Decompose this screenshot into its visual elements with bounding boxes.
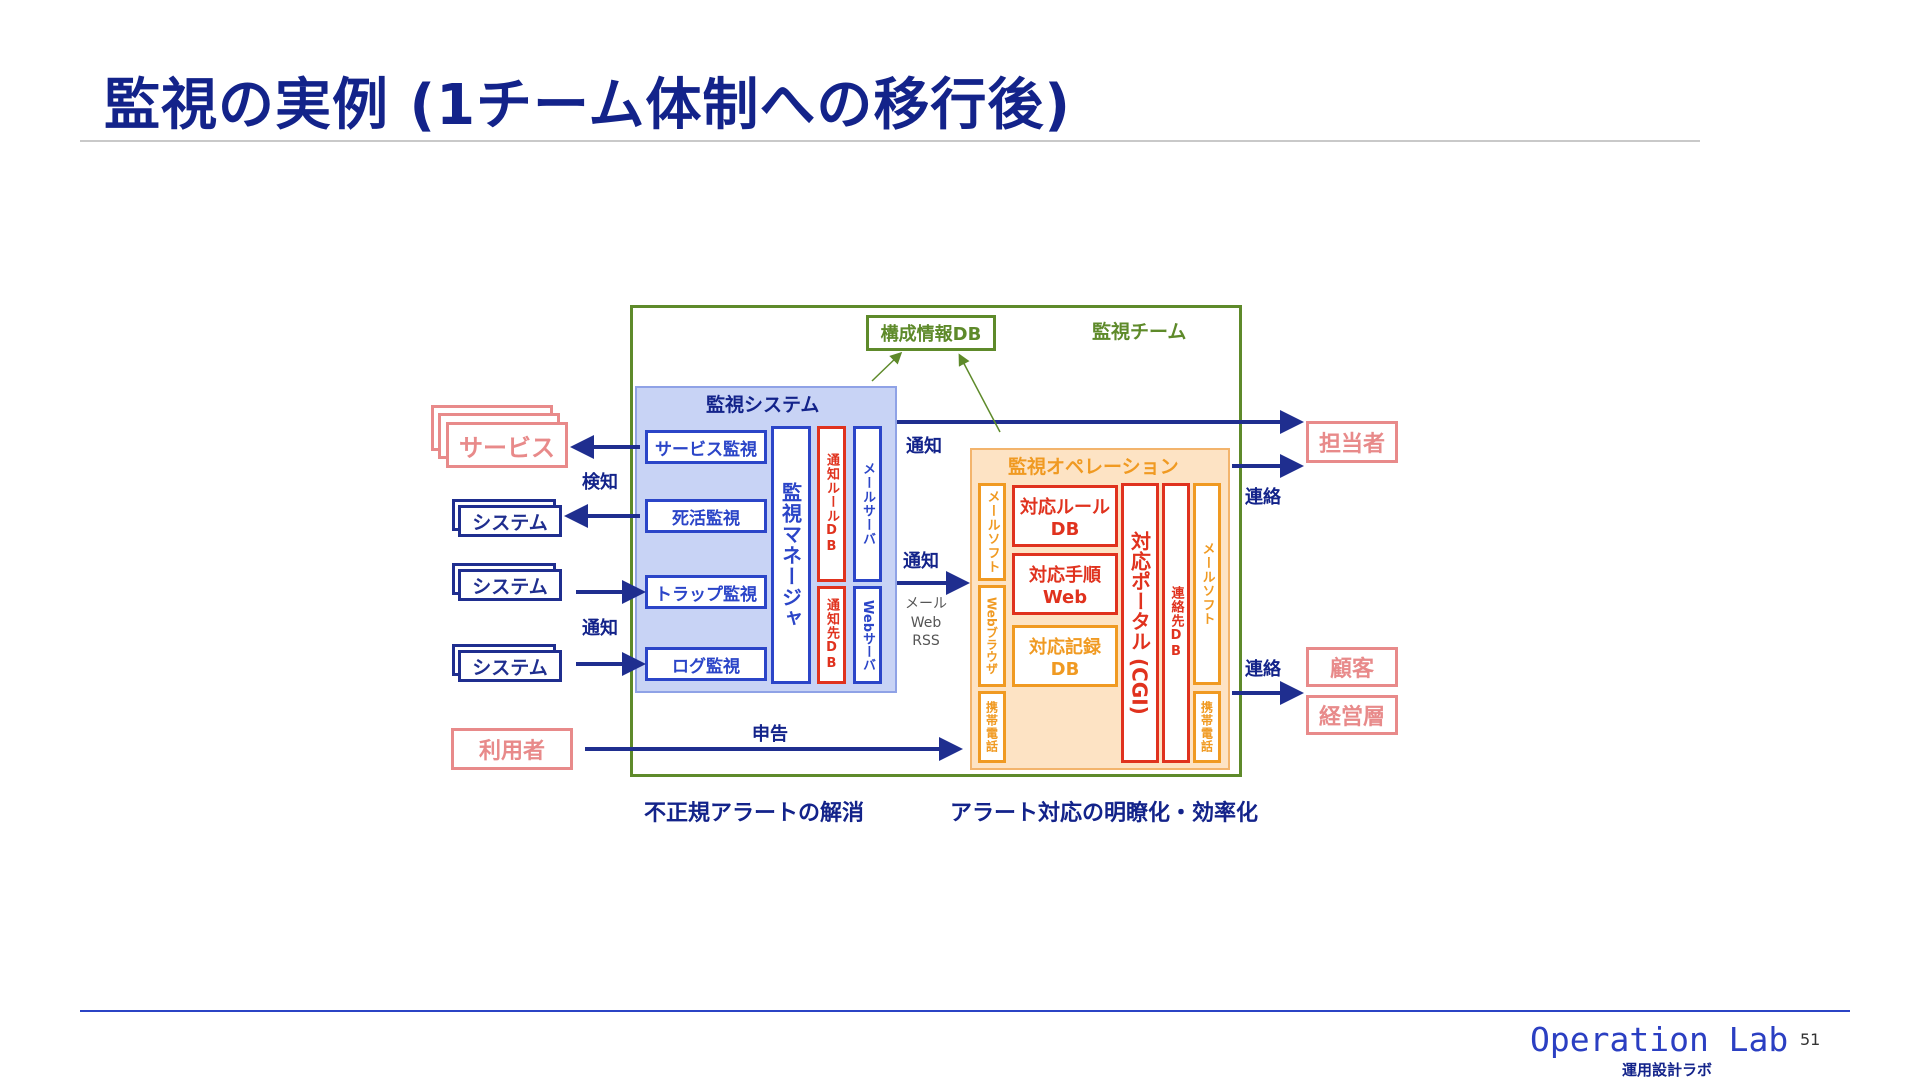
system-3-box: システム bbox=[458, 650, 562, 682]
web-browser-box: Webブラウザ bbox=[978, 585, 1006, 687]
owner-box: 担当者 bbox=[1306, 421, 1398, 463]
service-box: サービス bbox=[446, 422, 568, 468]
monitoring-team-label: 監視チーム bbox=[1092, 321, 1187, 343]
service-monitoring-box: サービス監視 bbox=[645, 430, 767, 464]
notify-dest-db-box: 通知先DB bbox=[817, 586, 846, 684]
mobile-phone-right-box: 携帯電話 bbox=[1193, 691, 1221, 763]
contact-bottom-label: 連絡 bbox=[1245, 659, 1281, 680]
customer-box: 顧客 bbox=[1306, 647, 1398, 687]
system-2-box: システム bbox=[458, 569, 562, 601]
notify-rule-db-box: 通知ルールDB bbox=[817, 426, 846, 582]
brand-subtitle: 運用設計ラボ bbox=[1622, 1061, 1713, 1079]
notify-top-label: 通知 bbox=[906, 436, 942, 457]
mobile-phone-left-box: 携帯電話 bbox=[978, 691, 1006, 763]
caption-left: 不正規アラートの解消 bbox=[644, 801, 865, 826]
caption-right: アラート対応の明瞭化・効率化 bbox=[950, 801, 1259, 826]
alive-monitoring-box: 死活監視 bbox=[645, 499, 767, 533]
slide-title: 監視の実例 (1チーム体制への移行後) bbox=[104, 73, 1071, 138]
monitoring-system-title: 監視システム bbox=[706, 394, 820, 416]
config-db-arrow-operation bbox=[958, 353, 1001, 433]
footer-divider bbox=[80, 1010, 1850, 1012]
system-1-box: システム bbox=[458, 505, 562, 537]
report-label: 申告 bbox=[752, 724, 788, 745]
title-divider bbox=[80, 140, 1700, 142]
monitoring-team-frame bbox=[630, 305, 1242, 777]
notify-methods: メール Web RSS bbox=[902, 593, 950, 649]
page-number: 51 bbox=[1800, 1030, 1821, 1049]
brand-logo-text: Operation Lab bbox=[1530, 1020, 1789, 1059]
contact-top-label: 連絡 bbox=[1245, 487, 1281, 508]
response-portal-box: 対応ポータル (CGI) bbox=[1121, 483, 1159, 763]
trap-monitoring-box: トラップ監視 bbox=[645, 575, 767, 609]
monitoring-operation-title: 監視オペレーション bbox=[1008, 456, 1179, 478]
config-db-box: 構成情報DB bbox=[866, 315, 996, 351]
user-box: 利用者 bbox=[451, 728, 573, 770]
notify-in-label: 通知 bbox=[582, 618, 618, 639]
notify-method-rss: RSS bbox=[912, 633, 940, 649]
notify-method-mail: メール bbox=[905, 596, 947, 612]
notify-method-web: Web bbox=[910, 615, 942, 631]
contact-db-box: 連絡先DB bbox=[1162, 483, 1190, 763]
web-server-box: Webサーバ bbox=[853, 586, 882, 684]
mail-soft-right-box: メールソフト bbox=[1193, 483, 1221, 685]
mail-soft-left-box: メールソフト bbox=[978, 483, 1006, 581]
monitoring-manager-box: 監視マネージャ bbox=[771, 426, 811, 684]
log-monitoring-box: ログ監視 bbox=[645, 647, 767, 681]
mail-server-box: メールサーバ bbox=[853, 426, 882, 582]
detect-label: 検知 bbox=[582, 472, 618, 493]
config-db-arrow-system bbox=[871, 351, 903, 382]
notify-mid-label: 通知 bbox=[903, 551, 939, 572]
management-box: 経営層 bbox=[1306, 695, 1398, 735]
